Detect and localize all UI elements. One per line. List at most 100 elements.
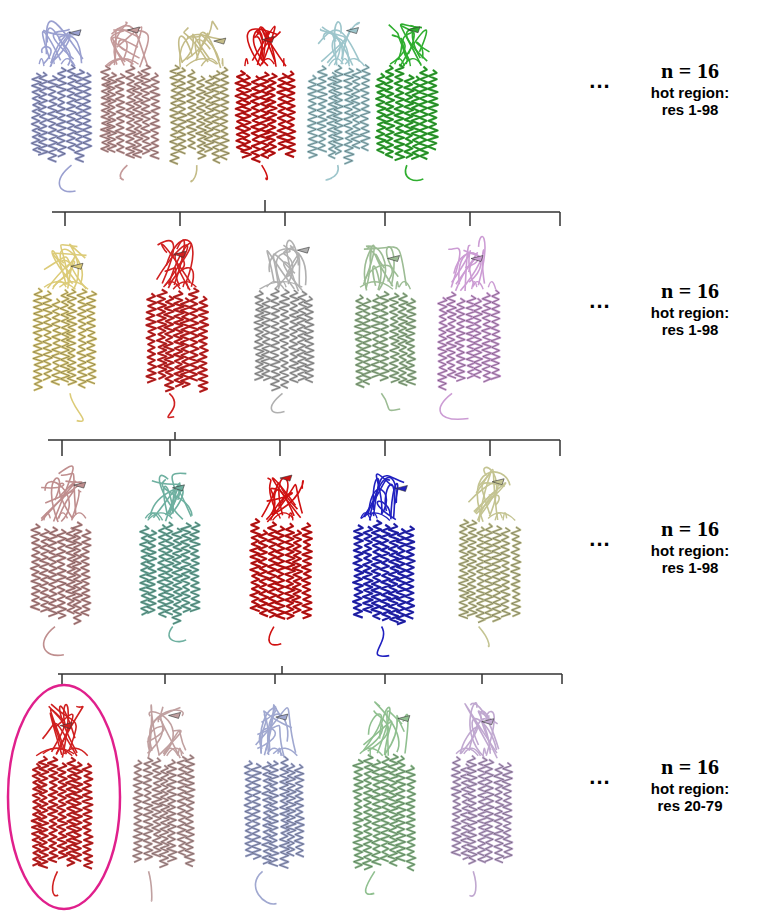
tail-loop — [366, 871, 375, 894]
helix — [473, 298, 483, 378]
sheet — [388, 256, 400, 262]
loop — [168, 268, 193, 288]
loop — [363, 714, 381, 751]
helix — [419, 67, 429, 160]
helix-outline — [405, 526, 415, 619]
helix — [467, 756, 477, 865]
helix — [394, 64, 404, 160]
loop — [271, 513, 281, 521]
helix-outline — [269, 761, 279, 866]
tail-loop — [70, 393, 83, 421]
helix-outline — [333, 65, 343, 154]
loop — [368, 710, 389, 751]
helix-outline — [141, 65, 151, 154]
helix-outline — [177, 68, 187, 154]
helix-outline — [86, 291, 96, 384]
helix — [251, 763, 261, 859]
helix — [304, 296, 314, 382]
helix — [353, 525, 363, 618]
protein-structure — [100, 22, 159, 179]
tail-loop — [381, 393, 400, 410]
helix — [126, 65, 136, 158]
loop — [278, 478, 288, 515]
helix — [344, 68, 354, 164]
helix — [181, 523, 191, 612]
loop — [260, 31, 280, 59]
helix — [277, 73, 287, 150]
loop — [376, 254, 393, 290]
loop — [260, 282, 303, 290]
helix-outline — [167, 759, 177, 861]
loop — [260, 59, 274, 67]
helix-outline — [251, 76, 261, 162]
helix — [39, 756, 49, 868]
helix — [141, 65, 151, 154]
sheet — [408, 27, 420, 33]
helix-outline — [82, 73, 91, 150]
helix — [362, 298, 372, 384]
helix-outline — [317, 66, 327, 152]
helix — [146, 293, 156, 382]
loop — [473, 282, 484, 290]
helix — [189, 288, 199, 381]
loop — [186, 59, 217, 67]
helix-outline — [47, 76, 57, 162]
helix — [66, 65, 76, 151]
helix-outline — [190, 522, 200, 611]
helix-outline — [419, 67, 429, 160]
helix-outline — [388, 754, 398, 866]
protein-structure — [146, 240, 208, 418]
loop — [472, 282, 477, 290]
loop — [396, 282, 398, 290]
helix — [446, 292, 456, 378]
sheet — [347, 28, 359, 34]
loop — [361, 513, 390, 521]
helix — [379, 291, 389, 380]
helix — [150, 73, 160, 159]
loop — [148, 513, 173, 521]
helix-outline — [484, 760, 494, 862]
loop — [41, 481, 75, 520]
loop — [109, 59, 133, 67]
loop — [266, 706, 276, 750]
protein-structure — [170, 21, 229, 181]
helix-outline — [275, 526, 285, 619]
helix — [77, 289, 87, 388]
tail-loop — [59, 165, 75, 192]
loop — [448, 248, 460, 287]
helix — [398, 293, 408, 386]
helix — [48, 527, 57, 616]
helix-outline — [308, 75, 318, 158]
helix-outline — [48, 757, 58, 862]
helix — [48, 757, 58, 862]
sample-count: n = 16 — [661, 516, 719, 542]
tail-loop — [44, 627, 64, 656]
helix-outline — [482, 293, 492, 382]
helix-outline — [467, 520, 477, 616]
helix-outline — [492, 526, 502, 622]
loop — [252, 26, 275, 64]
loop — [361, 513, 371, 521]
loop — [474, 483, 506, 514]
helix — [360, 65, 370, 151]
helix-outline — [455, 298, 465, 381]
loop — [43, 748, 72, 756]
loop — [369, 748, 370, 756]
helix — [261, 298, 271, 381]
helix-outline — [181, 523, 191, 612]
loop — [364, 480, 390, 518]
helix-outline — [302, 523, 312, 619]
highlight-ellipse — [8, 685, 120, 909]
loop — [50, 35, 70, 67]
loop — [364, 247, 406, 286]
tail-loop — [191, 165, 197, 182]
helix — [83, 763, 93, 868]
sheet — [262, 37, 274, 43]
loop — [488, 513, 515, 521]
loop — [167, 748, 184, 756]
helix-outline — [491, 290, 501, 379]
helix-outline — [60, 289, 69, 382]
sheet — [395, 485, 407, 491]
loop — [273, 513, 294, 521]
